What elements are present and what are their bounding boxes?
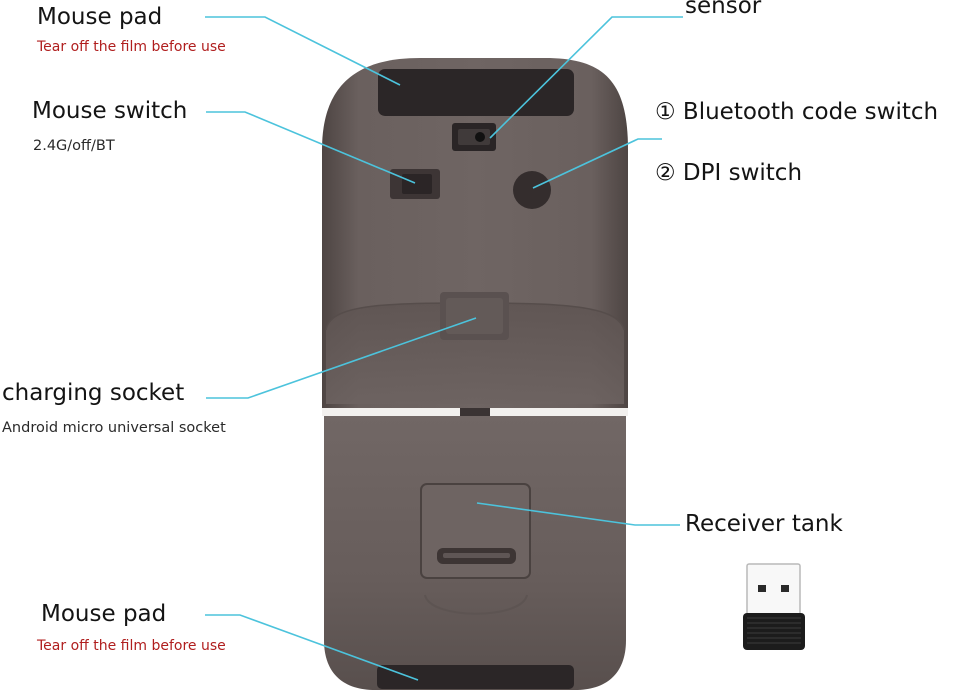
note-charging-socket: Android micro universal socket bbox=[2, 420, 226, 436]
usb-receiver bbox=[743, 563, 805, 650]
note-mouse-pad-bottom: Tear off the film before use bbox=[37, 638, 226, 654]
leader-mouse-pad-top bbox=[205, 16, 401, 86]
receiver-tank-cover bbox=[420, 483, 531, 579]
mouse-pad-bottom bbox=[377, 665, 574, 689]
leader-dpi-switch bbox=[532, 138, 662, 189]
label-mouse-pad-bottom: Mouse pad bbox=[41, 601, 167, 627]
label-dpi-switch: ② DPI switch bbox=[655, 160, 803, 186]
note-mouse-switch: 2.4G/off/BT bbox=[33, 138, 115, 154]
label-sensor: sensor bbox=[685, 0, 762, 19]
optical-sensor bbox=[452, 123, 496, 151]
mouse-pad-top bbox=[378, 69, 574, 116]
label-charging-socket: charging socket bbox=[2, 380, 185, 406]
label-bluetooth-code-switch: ① Bluetooth code switch bbox=[655, 99, 939, 125]
note-mouse-pad-top: Tear off the film before use bbox=[37, 39, 226, 55]
label-mouse-switch: Mouse switch bbox=[32, 98, 188, 124]
label-receiver-tank: Receiver tank bbox=[685, 511, 843, 537]
label-mouse-pad-top: Mouse pad bbox=[37, 4, 163, 30]
mouse-switch bbox=[390, 169, 440, 199]
mouse-upper-shell bbox=[322, 58, 628, 408]
leader-charging-socket bbox=[206, 317, 477, 399]
leader-sensor bbox=[489, 16, 683, 139]
leader-receiver-tank bbox=[476, 502, 680, 526]
leader-mouse-switch bbox=[206, 111, 416, 184]
leader-mouse-pad-bottom bbox=[205, 614, 419, 681]
dpi-button bbox=[513, 171, 551, 209]
